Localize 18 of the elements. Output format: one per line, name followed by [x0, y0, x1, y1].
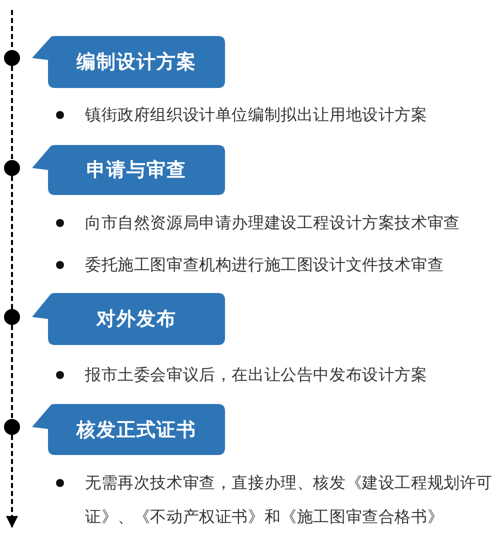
timeline-dot	[4, 160, 20, 176]
timeline-dot	[4, 309, 20, 325]
timeline-line	[11, 325, 13, 419]
bullet-text: 委托施工图审查机构进行施工图设计文件技术审查	[85, 254, 445, 276]
bullet-text: 报市土委会审议后，在出让公告中发布设计方案	[85, 364, 428, 386]
timeline-dot	[4, 50, 20, 66]
timeline-line	[11, 10, 13, 50]
bullet-text: 镇街政府组织设计单位编制拟出让用地设计方案	[85, 104, 428, 126]
bullet-text: 向市自然资源局申请办理建设工程设计方案技术审查	[85, 212, 461, 234]
callout-box: 申请与审查	[32, 145, 225, 195]
timeline-line	[11, 176, 13, 309]
timeline-line	[11, 66, 13, 160]
callout-box: 编制设计方案	[32, 36, 225, 88]
timeline-arrow	[6, 435, 18, 528]
bullet-text: 无需再次技术审查，直接办理、核发《建设工程规划许可证》、《不动产权证书》和《施工图审查合格书》	[85, 472, 494, 528]
callout-box: 核发正式证书	[32, 404, 225, 455]
timeline-dot	[4, 419, 20, 435]
callout-box: 对外发布	[32, 293, 225, 345]
